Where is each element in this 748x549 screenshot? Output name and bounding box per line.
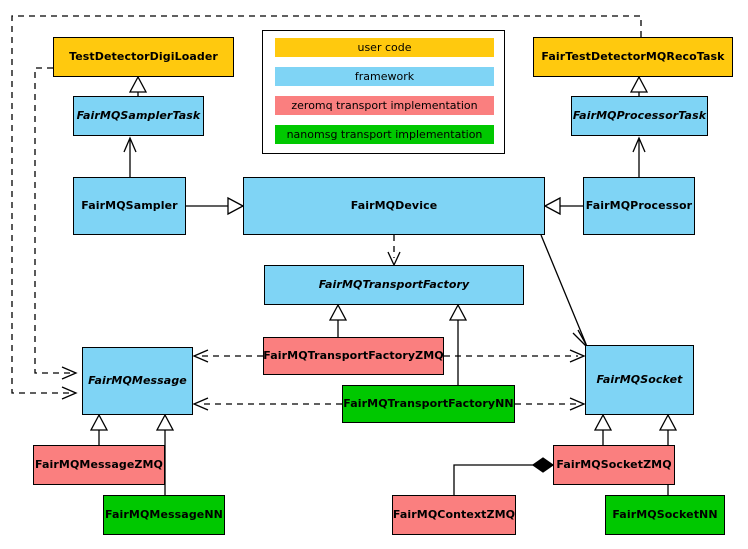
gen-messagenn-message-arrow (155, 413, 175, 431)
arrowhead-tfzmq-socket (569, 349, 586, 363)
arrowhead-sampler-samplertask (123, 136, 137, 153)
class-node-fairmqsampler[interactable]: FairMQSampler (73, 177, 186, 235)
arrowhead-recotask-message (61, 386, 78, 400)
arrowhead-tfzmq-message (192, 349, 209, 363)
arrowhead-tfnn-socket (569, 397, 586, 411)
gen-tfzmq-tf-arrow (328, 303, 348, 321)
comp-socketzmq-diamond (531, 457, 555, 473)
arrowhead-processor-processortask (632, 136, 646, 153)
gen-processor-device-arrow (543, 196, 561, 216)
arrowhead-device-transportfactory (387, 251, 401, 267)
class-node-fairmqmessagezmq[interactable]: FairMQMessageZMQ (33, 445, 165, 485)
class-node-fairtestdetectormqrecotask[interactable]: FairTestDetectorMQRecoTask (533, 37, 733, 77)
class-node-fairmqsocket[interactable]: FairMQSocket (585, 345, 694, 415)
arrowhead-digiloader-message (61, 366, 78, 380)
gen-messagezmq-message-arrow (89, 413, 109, 431)
class-node-fairmqtransportfactoryzmq[interactable]: FairMQTransportFactoryZMQ (263, 337, 444, 375)
comp-socketzmq-contextzmq-line (453, 464, 535, 495)
class-node-fairmqtransportfactorynn[interactable]: FairMQTransportFactoryNN (342, 385, 515, 423)
gen-socketzmq-socket-arrow (593, 413, 613, 431)
class-node-fairmqprocessor[interactable]: FairMQProcessor (583, 177, 695, 235)
assoc-device-socket (540, 234, 587, 345)
class-node-fairmqsamplertask[interactable]: FairMQSamplerTask (73, 96, 204, 136)
gen-processortask-recotask-arrow (629, 75, 649, 93)
legend-item-nanomsg: nanomsg transport implementation (275, 125, 494, 144)
class-node-fairmqcontextzmq[interactable]: FairMQContextZMQ (392, 495, 516, 535)
dep-recotask-to-message (11, 15, 642, 394)
class-node-fairmqtransportfactory[interactable]: FairMQTransportFactory (264, 265, 524, 305)
gen-socketnn-socket-arrow (658, 413, 678, 431)
gen-sampler-device-arrow (227, 196, 245, 216)
class-node-fairmqmessage[interactable]: FairMQMessage (82, 347, 193, 415)
legend-label-framework: framework (354, 70, 415, 83)
class-node-testdetectordigiloader[interactable]: TestDetectorDigiLoader (53, 37, 234, 77)
class-node-fairmqprocessortask[interactable]: FairMQProcessorTask (571, 96, 708, 136)
legend-item-zeromq: zeromq transport implementation (275, 96, 494, 115)
class-node-fairmqsocketnn[interactable]: FairMQSocketNN (605, 495, 725, 535)
arrowhead-tfnn-message (192, 397, 209, 411)
class-node-fairmqdevice[interactable]: FairMQDevice (243, 177, 545, 235)
legend-label-nanomsg: nanomsg transport implementation (286, 128, 483, 141)
gen-tfnn-tf-arrow (448, 303, 468, 321)
legend-label-user-code: user code (357, 41, 412, 54)
gen-samplertask-digiloader-arrow (128, 75, 148, 93)
class-node-fairmqsocketzmq[interactable]: FairMQSocketZMQ (553, 445, 675, 485)
dep-digiloader-to-message (34, 67, 74, 374)
class-node-fairmqmessagenn[interactable]: FairMQMessageNN (103, 495, 225, 535)
legend-label-zeromq: zeromq transport implementation (291, 99, 478, 112)
legend-item-user-code: user code (275, 38, 494, 57)
legend-item-framework: framework (275, 67, 494, 86)
legend-panel: user code framework zeromq transport imp… (262, 30, 505, 154)
